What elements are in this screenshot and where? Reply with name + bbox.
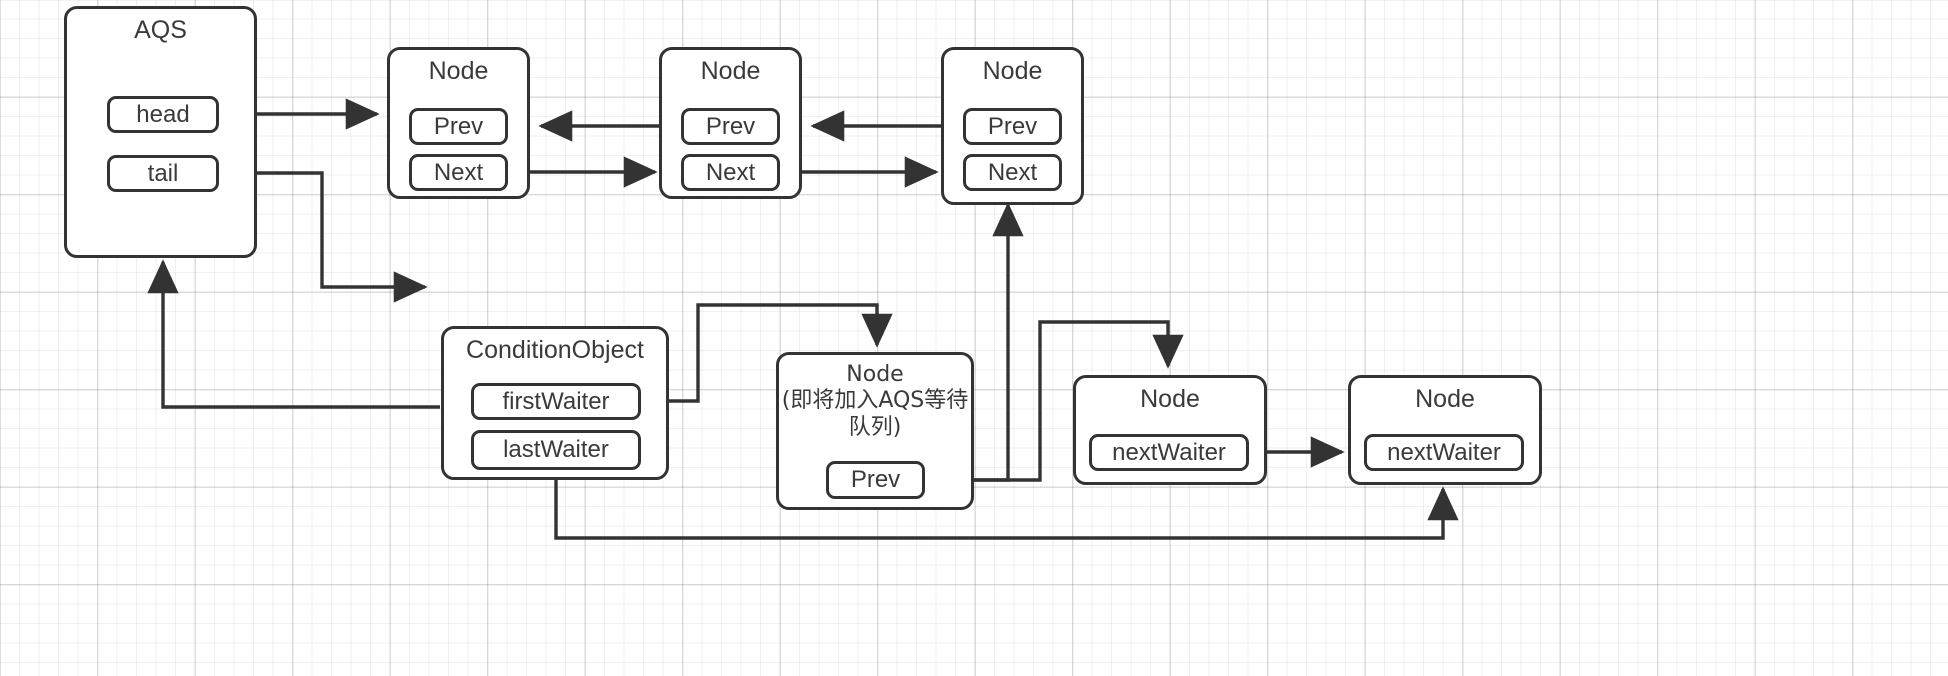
edge-lastwaiter-to-waiter2 [554, 470, 1459, 540]
aqs-field-head-label: head [136, 100, 190, 128]
edge-pendingprev-to-waiter1 [924, 320, 1184, 482]
node2-field-prev-label: Prev [705, 112, 756, 140]
waiter-node2-title: Node [1415, 385, 1475, 413]
waiter-node2-field-nextwaiter[interactable]: nextWaiter [1364, 434, 1524, 471]
waiter-node1-field-nextwaiter[interactable]: nextWaiter [1089, 434, 1249, 471]
node1-field-next[interactable]: Next [409, 154, 508, 191]
condition-field-firstwaiter-label: firstWaiter [502, 387, 610, 415]
pending-node-field-prev[interactable]: Prev [826, 461, 925, 499]
node3-title: Node [982, 57, 1043, 85]
edge-firstwaiter-to-pending [641, 303, 893, 403]
waiter-node1-field-nextwaiter-label: nextWaiter [1112, 438, 1226, 466]
node1-field-prev[interactable]: Prev [409, 108, 508, 145]
node2-field-next[interactable]: Next [681, 154, 780, 191]
pending-node-field-prev-label: Prev [850, 466, 901, 493]
waiter-node1-title: Node [1140, 385, 1200, 413]
aqs-title: AQS [134, 16, 187, 44]
node2-title: Node [700, 57, 761, 85]
condition-object-title: ConditionObject [466, 336, 644, 364]
condition-field-lastwaiter[interactable]: lastWaiter [471, 430, 641, 470]
node3-field-next-label: Next [987, 158, 1038, 186]
aqs-field-tail-label: tail [147, 159, 179, 187]
condition-field-lastwaiter-label: lastWaiter [503, 436, 609, 463]
node1-field-next-label: Next [433, 158, 484, 186]
node3-field-prev-label: Prev [987, 112, 1038, 140]
waiter-node2-field-nextwaiter-label: nextWaiter [1387, 438, 1501, 466]
pending-node-title: Node (即将加入AQS等待队列) [781, 362, 969, 440]
condition-field-firstwaiter[interactable]: firstWaiter [471, 383, 641, 420]
node1-title: Node [428, 57, 489, 85]
aqs-field-head[interactable]: head [107, 96, 219, 133]
node3-field-prev[interactable]: Prev [963, 108, 1062, 145]
node1-field-prev-label: Prev [433, 112, 484, 140]
aqs-field-tail[interactable]: tail [107, 155, 219, 192]
edge-condition-to-aqs [147, 259, 440, 409]
edge-tail-to-stub [218, 171, 428, 303]
node3-field-next[interactable]: Next [963, 154, 1062, 191]
node2-field-prev[interactable]: Prev [681, 108, 780, 145]
node2-field-next-label: Next [705, 158, 756, 186]
